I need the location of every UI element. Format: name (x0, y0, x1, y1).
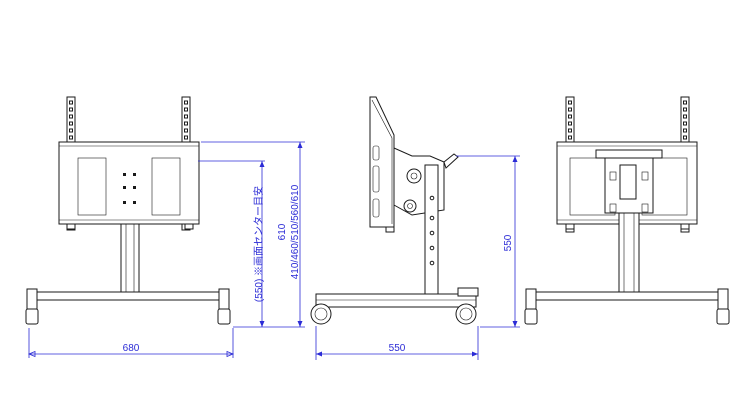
rail-hole (69, 121, 73, 126)
column-holes (429, 195, 435, 266)
height-option-line1: 610 (277, 223, 288, 240)
rail-hole (568, 100, 572, 105)
rail-hole (184, 107, 188, 112)
rail-hole (683, 114, 687, 119)
rail-hole (69, 107, 73, 112)
rail-hole (568, 121, 572, 126)
rail-hole (184, 114, 188, 119)
rail-hole (69, 100, 73, 105)
rear-view (524, 96, 730, 325)
rail-hole (184, 121, 188, 126)
front-width-label: 680 (123, 343, 140, 354)
height-option-line2: 410/460/510/560/610 (290, 184, 301, 279)
rail-hole (69, 128, 73, 133)
rail-hole (184, 128, 188, 133)
front-view: 680 (25, 96, 235, 358)
height-dimensions: (550) ※画面センター目安 610 410/460/510/560/610 (198, 141, 305, 328)
rail-hole (568, 114, 572, 119)
rail-hole (184, 135, 188, 140)
vesa-holes (123, 173, 136, 204)
rail-hole (683, 128, 687, 133)
rail-hole (683, 121, 687, 126)
rail-hole (568, 107, 572, 112)
rail-hole (184, 100, 188, 105)
rail-hole (683, 107, 687, 112)
rail-hole (69, 135, 73, 140)
screen-center-label: (550) ※画面センター目安 (252, 186, 265, 302)
rail-hole (568, 128, 572, 133)
rail-hole (683, 100, 687, 105)
rail-hole (683, 135, 687, 140)
side-view: 550 550 (310, 96, 520, 360)
rail-hole (568, 135, 572, 140)
side-height-label: 550 (503, 234, 514, 251)
side-depth-label: 550 (389, 343, 406, 354)
rail-hole (69, 114, 73, 119)
